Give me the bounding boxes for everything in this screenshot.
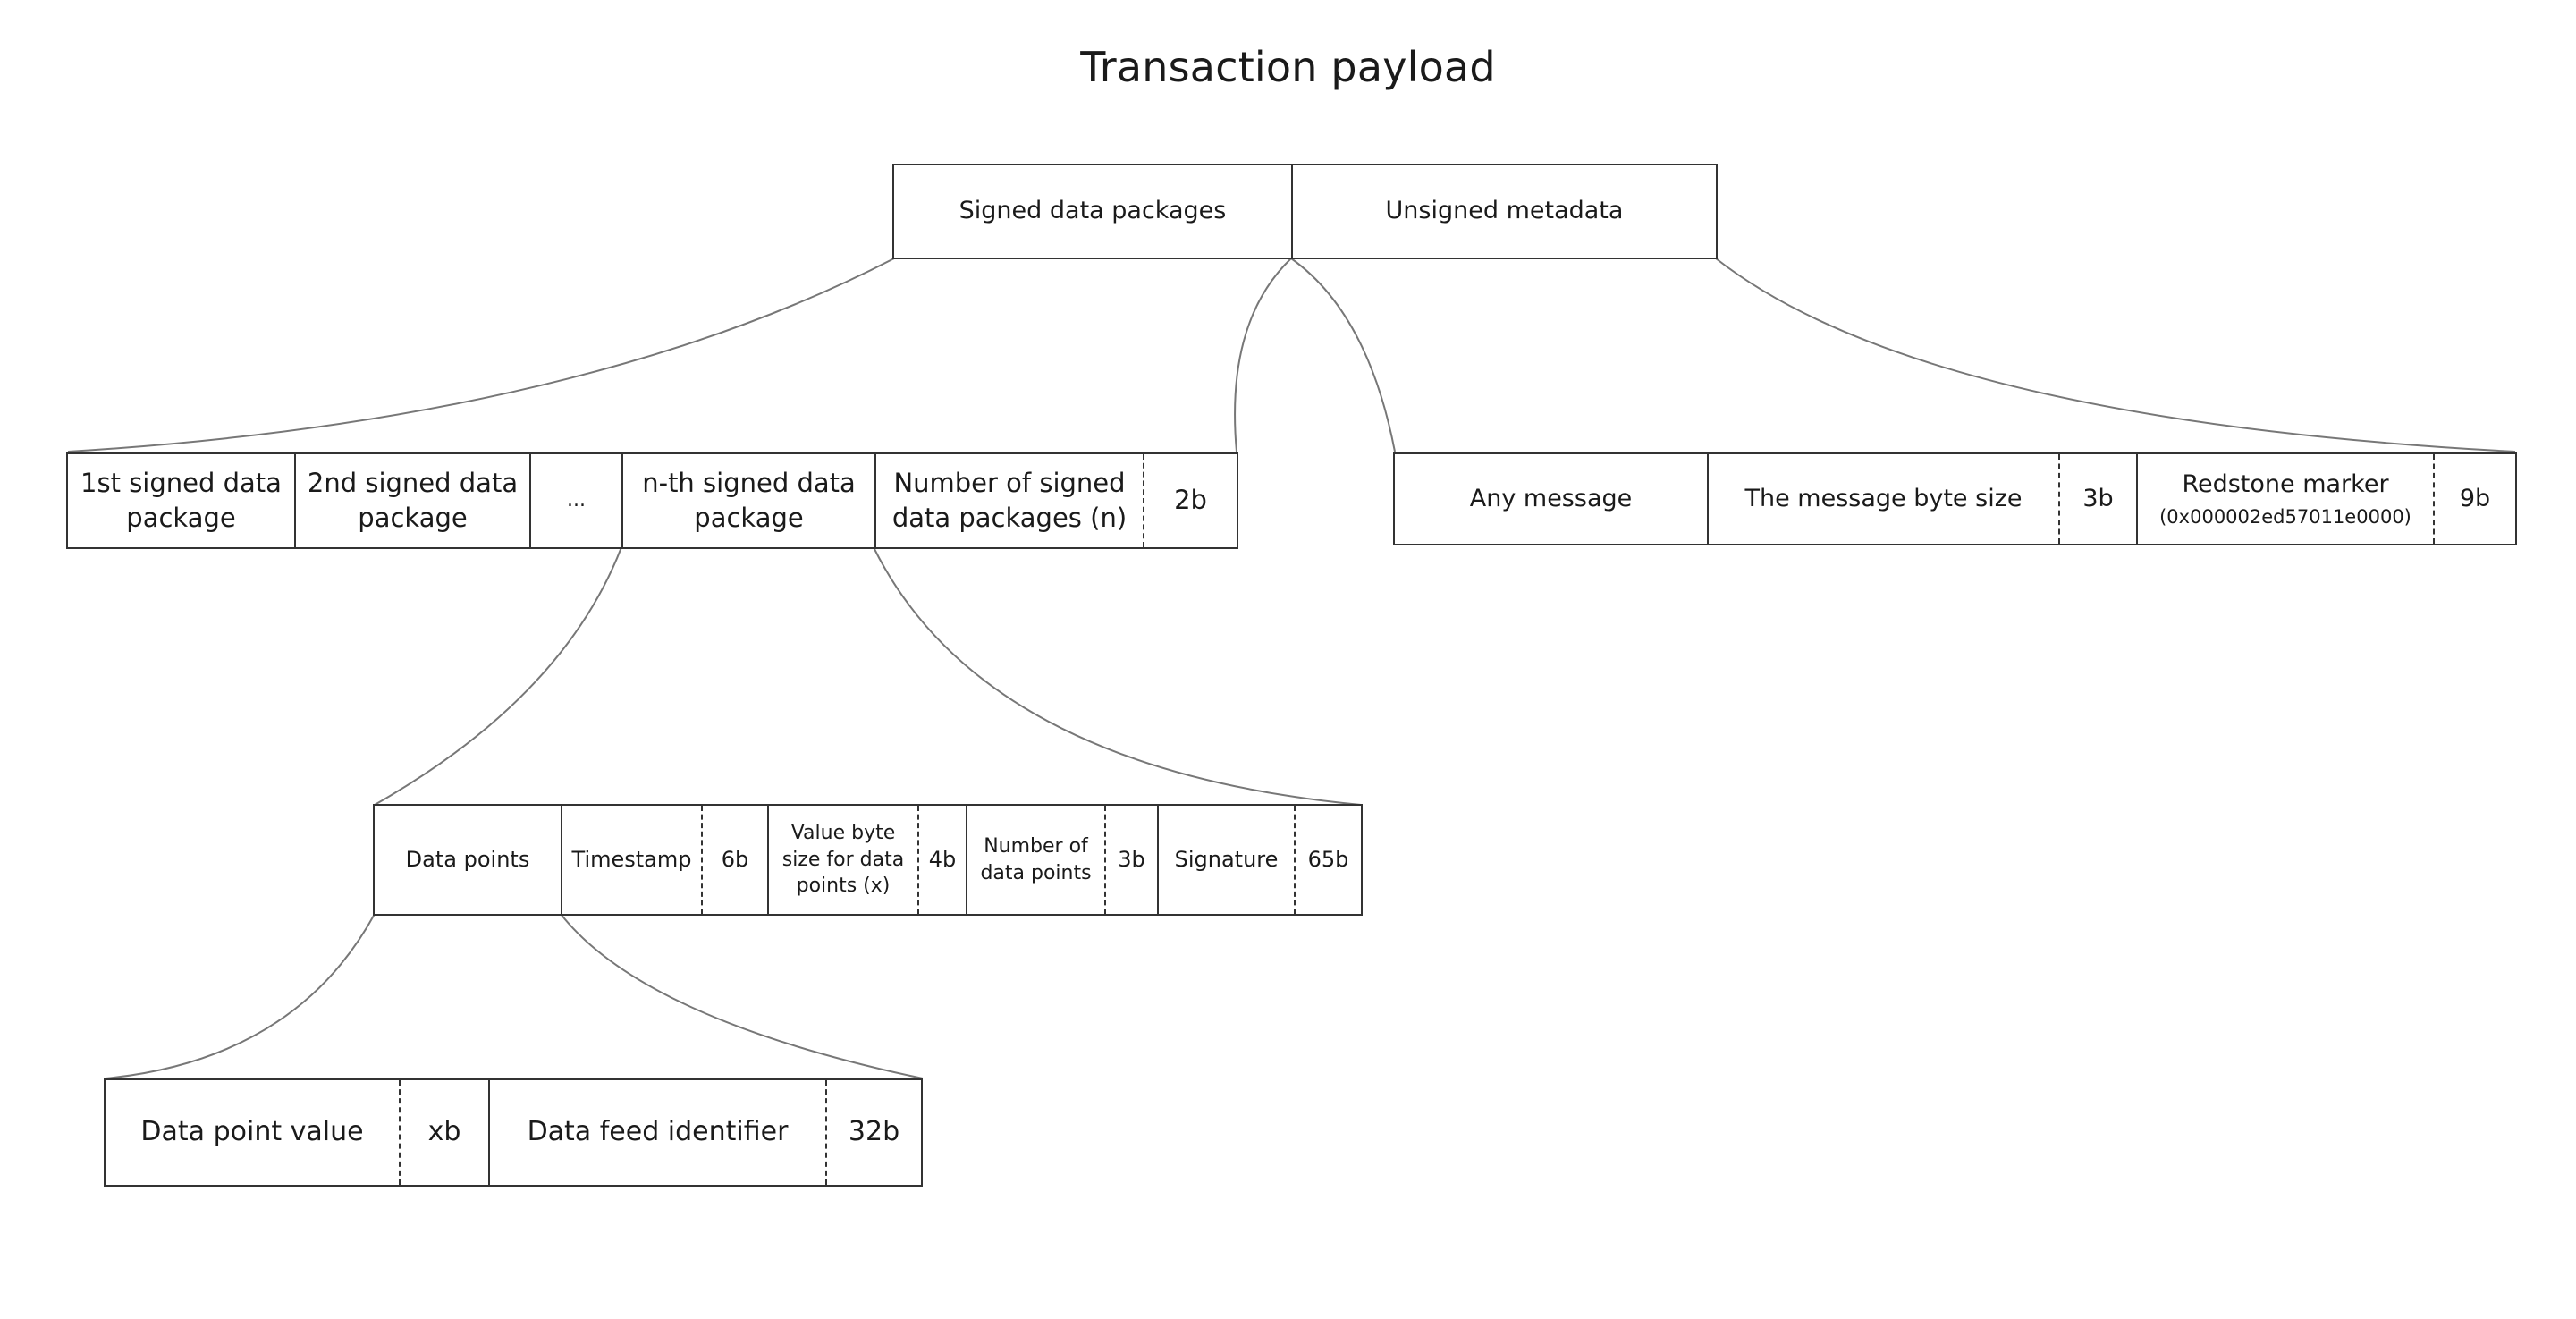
metadata-row: Any message The message byte size 3b Red… <box>1393 452 2517 545</box>
connector-nth-right <box>873 546 1362 806</box>
package-count-size-cell: 2b <box>1174 485 1207 516</box>
package-ellipsis-cell: ... <box>531 454 623 547</box>
data-feed-identifier-size-cell: 32b <box>848 1116 900 1148</box>
signature-cell: Signature <box>1159 806 1296 914</box>
number-of-data-points-size-cell: 3b <box>1106 806 1159 914</box>
timestamp-cell: Timestamp <box>562 806 703 914</box>
number-of-data-points-cell: Number of data points <box>967 806 1106 914</box>
package-1-cell: 1st signed data package <box>68 454 296 547</box>
packages-row: 1st signed data package 2nd signed data … <box>66 452 1238 549</box>
any-message-cell: Any message <box>1395 454 1709 544</box>
value-byte-size-bytes-cell: 4b <box>919 806 967 914</box>
redstone-marker-bytes-cell: 9b <box>2459 484 2491 512</box>
data-feed-identifier-cell: Data feed identifier <box>490 1080 827 1185</box>
connector-unsigned-left <box>1290 258 1396 452</box>
data-point-row: Data point value xb Data feed identifier… <box>104 1078 923 1187</box>
package-detail-row: Data points Timestamp 6b Value byte size… <box>373 804 1363 916</box>
redstone-marker-cell: Redstone marker (0x000002ed57011e0000) <box>2138 454 2435 544</box>
connector-signed-right <box>1234 258 1292 452</box>
data-points-cell: Data points <box>375 806 562 914</box>
message-byte-size-bytes-cell: 3b <box>2060 454 2138 544</box>
signature-size-cell: 65b <box>1307 847 1349 873</box>
package-nth-cell: n-th signed data package <box>623 454 876 547</box>
data-point-value-cell: Data point value <box>106 1080 401 1185</box>
signed-data-packages-cell: Signed data packages <box>894 165 1293 258</box>
package-count-cell: Number of signed data packages (n) <box>876 454 1144 547</box>
timestamp-size-cell: 6b <box>703 806 769 914</box>
page-title: Transaction payload <box>1080 43 1496 91</box>
connector-signed-left <box>67 258 895 452</box>
redstone-marker-value: (0x000002ed57011e0000) <box>2159 506 2411 528</box>
top-row: Signed data packages Unsigned metadata <box>892 164 1718 259</box>
connector-nth-left <box>374 546 622 806</box>
connector-unsigned-right <box>1715 258 2516 452</box>
connector-dp-right <box>560 913 924 1079</box>
unsigned-metadata-cell: Unsigned metadata <box>1385 197 1624 225</box>
package-2-cell: 2nd signed data package <box>296 454 531 547</box>
redstone-marker-label: Redstone marker <box>2182 469 2389 498</box>
connector-dp-left <box>105 913 376 1079</box>
message-byte-size-cell: The message byte size <box>1709 454 2060 544</box>
value-byte-size-cell: Value byte size for data points (x) <box>769 806 919 914</box>
data-point-value-size-cell: xb <box>401 1080 490 1185</box>
